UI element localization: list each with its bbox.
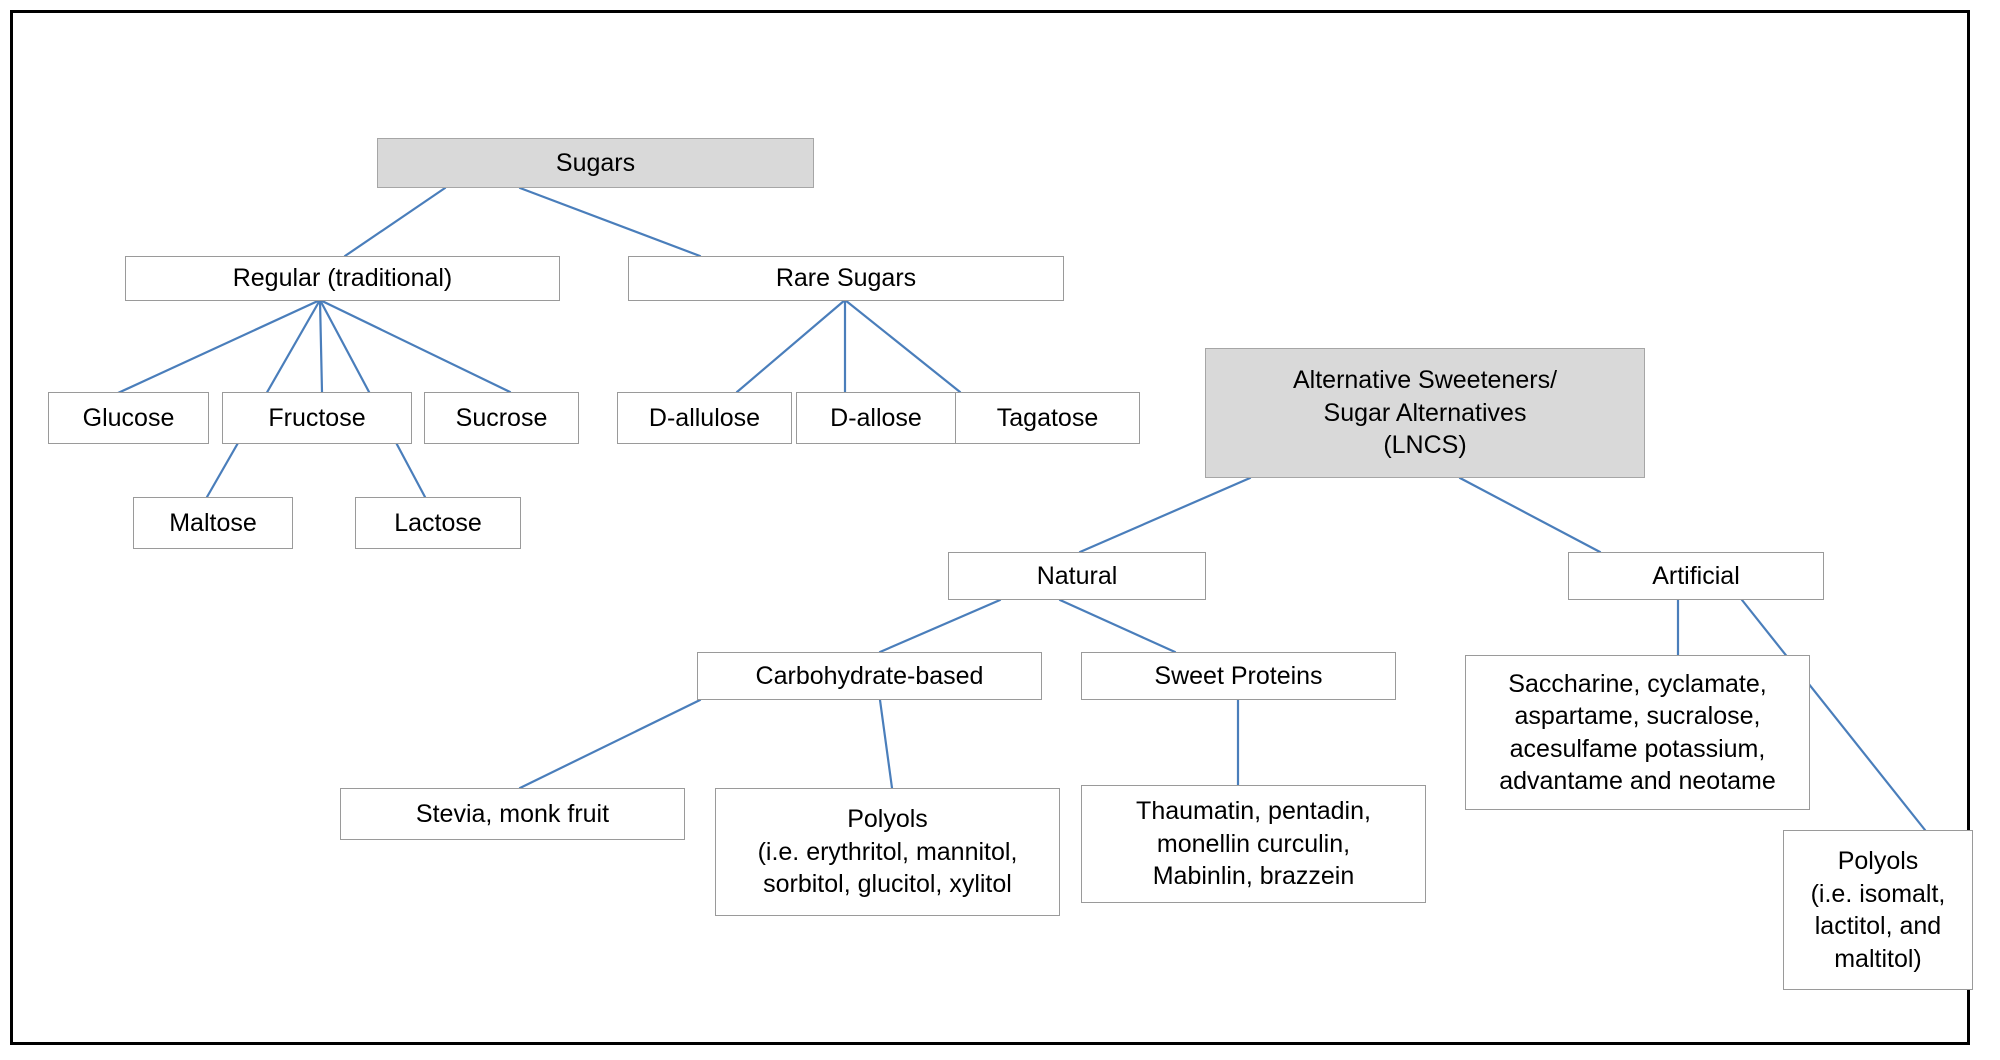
- node-carbohydrate-based[interactable]: Carbohydrate-based: [697, 652, 1042, 700]
- edge-rare-tagatose: [843, 298, 962, 394]
- edge-regular-glucose: [116, 298, 322, 395]
- node-maltose[interactable]: Maltose: [133, 497, 293, 549]
- node-fructose[interactable]: Fructose: [222, 392, 412, 444]
- node-lactose[interactable]: Lactose: [355, 497, 521, 549]
- node-natural[interactable]: Natural: [948, 552, 1206, 600]
- node-d-allulose[interactable]: D-allulose: [617, 392, 792, 444]
- node-polyols-natural[interactable]: Polyols (i.e. erythritol, mannitol, sorb…: [715, 788, 1060, 916]
- node-rare-sugars[interactable]: Rare Sugars: [628, 256, 1064, 301]
- node-sucrose[interactable]: Sucrose: [424, 392, 579, 444]
- edge-natural-carb: [878, 598, 1002, 654]
- node-artificial[interactable]: Artificial: [1568, 552, 1824, 600]
- edge-lncs-artificial: [1458, 476, 1602, 554]
- node-sweet-protein-list[interactable]: Thaumatin, pentadin, monellin curculin, …: [1081, 785, 1426, 903]
- edge-regular-fructose: [318, 298, 324, 394]
- node-artificial-list[interactable]: Saccharine, cyclamate, aspartame, sucral…: [1465, 655, 1810, 810]
- node-tagatose[interactable]: Tagatose: [955, 392, 1140, 444]
- node-alternative-sweeteners[interactable]: Alternative Sweeteners/ Sugar Alternativ…: [1205, 348, 1645, 478]
- edge-regular-sucrose: [318, 298, 512, 394]
- edge-lncs-natural: [1078, 476, 1252, 554]
- edge-carb-polyols: [878, 698, 894, 790]
- edge-natural-proteins: [1058, 598, 1177, 654]
- node-polyols-artificial[interactable]: Polyols (i.e. isomalt, lactitol, and mal…: [1783, 830, 1973, 990]
- node-stevia-monk-fruit[interactable]: Stevia, monk fruit: [340, 788, 685, 840]
- node-regular-traditional[interactable]: Regular (traditional): [125, 256, 560, 301]
- node-glucose[interactable]: Glucose: [48, 392, 209, 444]
- node-sugars[interactable]: Sugars: [377, 138, 814, 188]
- edge-rare-dallulose: [735, 298, 847, 394]
- edge-sugars-rare: [518, 186, 702, 258]
- edge-carb-stevia: [518, 698, 702, 790]
- node-sweet-proteins[interactable]: Sweet Proteins: [1081, 652, 1396, 700]
- node-d-allose[interactable]: D-allose: [796, 392, 956, 444]
- edge-sugars-regular: [343, 186, 447, 258]
